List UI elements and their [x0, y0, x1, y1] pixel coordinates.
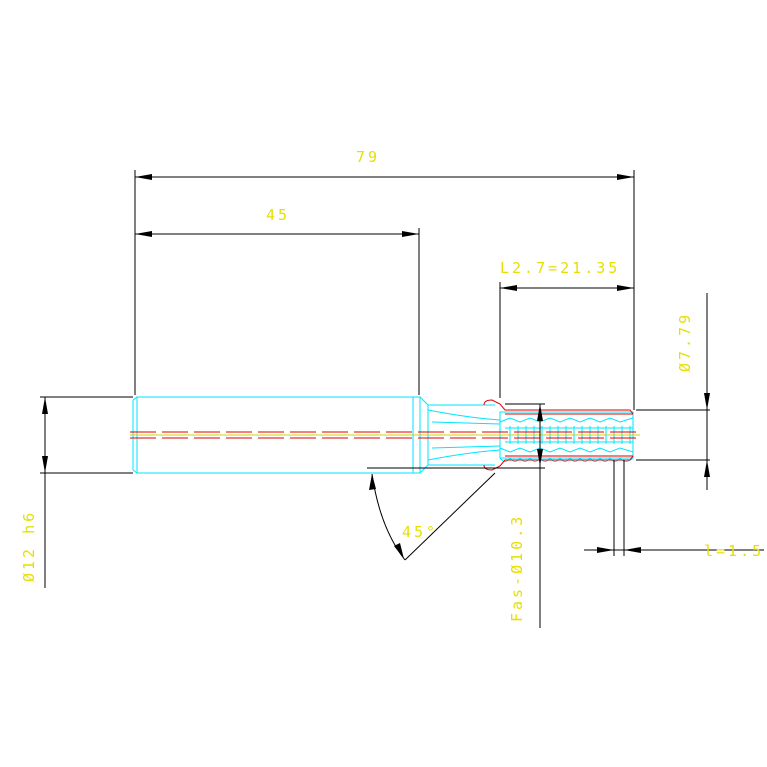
center-lines: [130, 431, 640, 439]
dimension-core-diameter: Ø7.79: [636, 293, 710, 490]
dimension-chamfer-diameter: Fas-Ø10.3: [505, 403, 545, 628]
dimension-thread-length: L2.7=21.35: [499, 259, 634, 398]
dimension-chamfer-angle: 45°: [367, 467, 545, 561]
dimension-lead: l=1.5: [584, 460, 764, 560]
thread-length-label: L2.7=21.35: [500, 259, 620, 277]
dimension-overall-length: 79: [134, 148, 635, 410]
chamfer-diameter-label: Fas-Ø10.3: [508, 514, 526, 622]
lead-label: l=1.5: [704, 542, 764, 560]
overall-length-label: 79: [356, 148, 380, 166]
chamfer-angle-label: 45°: [402, 523, 438, 541]
dimension-shank-diameter: Ø12 h6: [20, 396, 133, 588]
shank-length-label: 45: [266, 206, 290, 224]
shank-diameter-label: Ø12 h6: [20, 510, 38, 582]
flute-section: [499, 411, 634, 462]
core-diameter-label: Ø7.79: [676, 312, 694, 372]
thread-profile: [483, 399, 634, 471]
dimension-shank-length: 45: [135, 206, 420, 395]
